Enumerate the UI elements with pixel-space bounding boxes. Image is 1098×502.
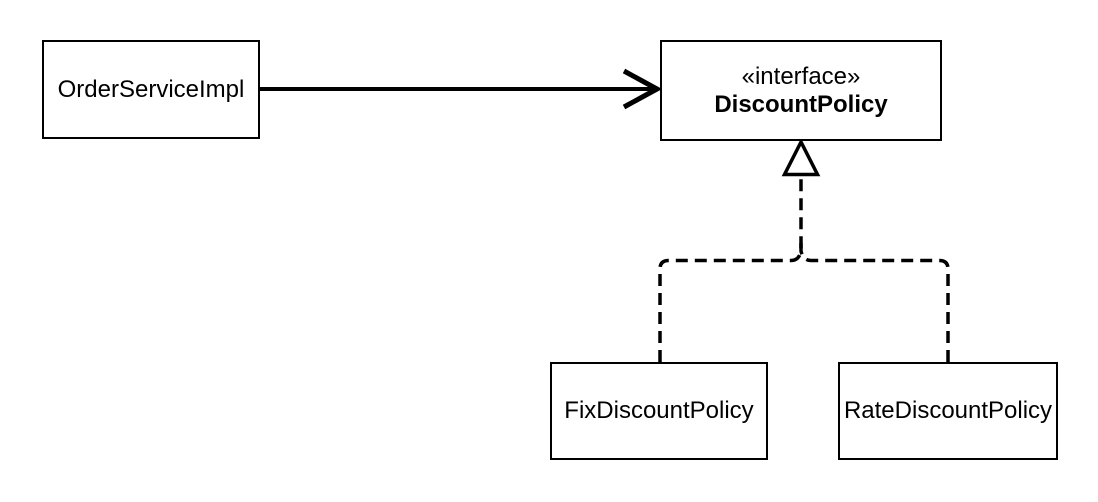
class-name-label: RateDiscountPolicy xyxy=(843,397,1053,424)
node-fix-discount-policy: FixDiscountPolicy xyxy=(550,362,768,460)
node-order-service-impl: OrderServiceImpl xyxy=(42,40,260,139)
association-edge-orderservice-to-discountpolicy xyxy=(260,68,663,110)
node-discount-policy-interface: «interface» DiscountPolicy xyxy=(660,40,942,141)
interface-name-label: DiscountPolicy xyxy=(714,90,888,118)
class-name-label: OrderServiceImpl xyxy=(57,75,245,103)
realization-edge-fix xyxy=(658,177,803,362)
realization-edge-rate xyxy=(799,243,950,362)
open-arrowhead-icon xyxy=(622,68,663,110)
hollow-triangle-arrowhead-icon xyxy=(781,138,821,177)
interface-stereotype-label: «interface» xyxy=(741,62,861,90)
class-name-label: FixDiscountPolicy xyxy=(564,397,754,424)
node-rate-discount-policy: RateDiscountPolicy xyxy=(838,362,1058,460)
